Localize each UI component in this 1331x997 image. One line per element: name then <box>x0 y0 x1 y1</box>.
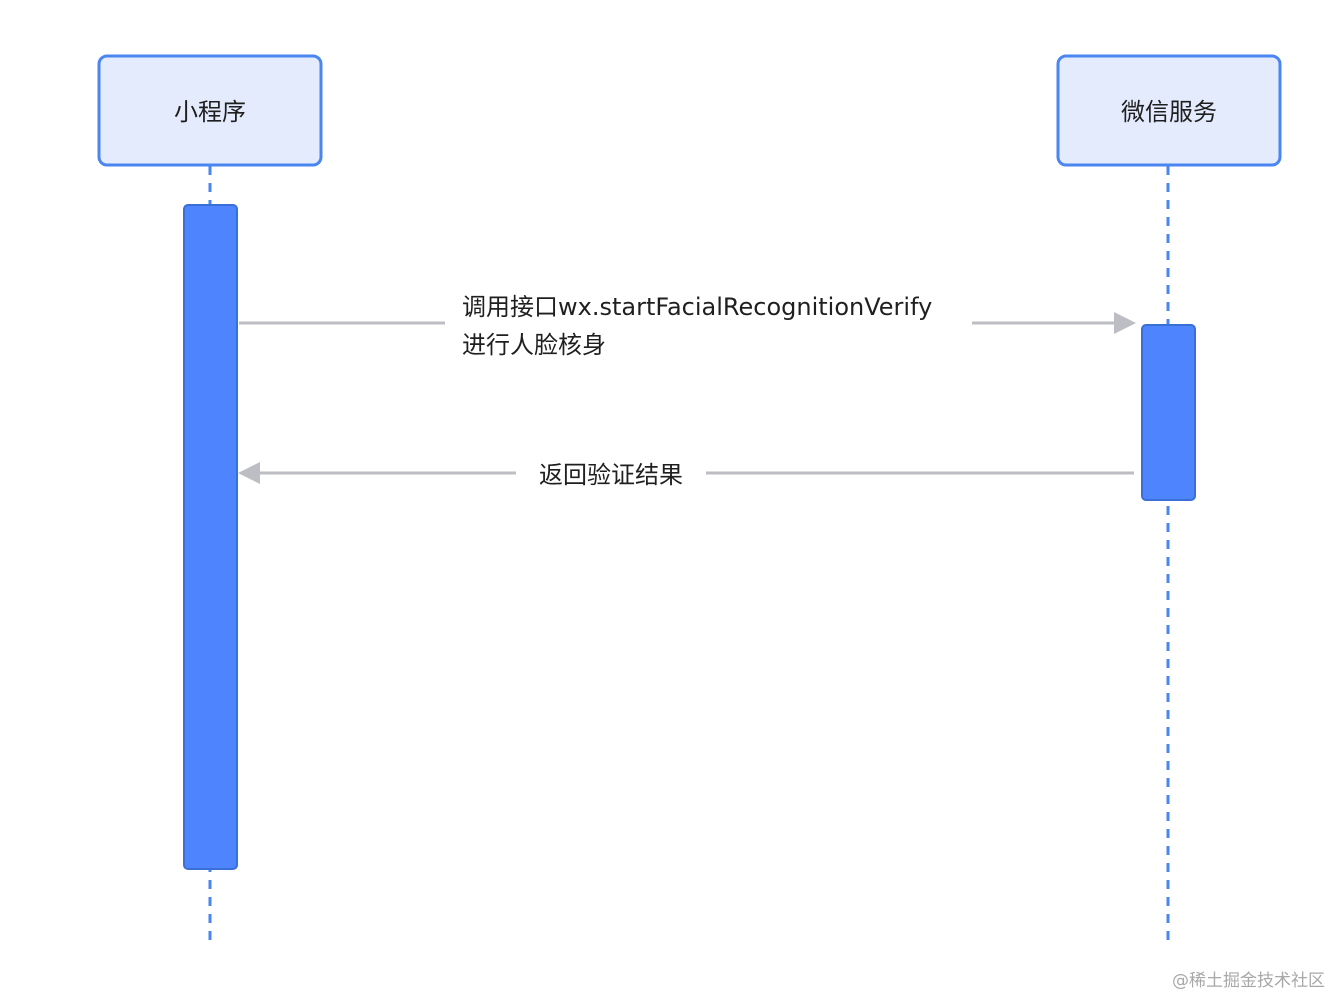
participant-wechat-service: 微信服务 <box>1056 54 1282 167</box>
participant-label: 微信服务 <box>1121 98 1217 126</box>
participant-miniprogram: 小程序 <box>97 54 323 167</box>
activation-bar-wechat-service <box>1141 324 1196 501</box>
message-request: 调用接口wx.startFacialRecognitionVerify 进行人脸… <box>239 293 1136 359</box>
participant-box <box>1056 54 1282 167</box>
message-label-line-2: 进行人脸核身 <box>462 331 606 359</box>
message-response: 返回验证结果 <box>238 461 1134 489</box>
participant-box <box>97 54 323 167</box>
activation-bar-miniprogram <box>183 204 238 870</box>
watermark: @稀土掘金技术社区 <box>1172 971 1325 991</box>
arrowhead-left-icon <box>238 462 260 484</box>
message-label-line-1: 调用接口wx.startFacialRecognitionVerify <box>462 293 932 321</box>
participant-label: 小程序 <box>174 98 246 126</box>
message-label-line-1: 返回验证结果 <box>539 461 683 489</box>
arrowhead-right-icon <box>1114 312 1136 334</box>
